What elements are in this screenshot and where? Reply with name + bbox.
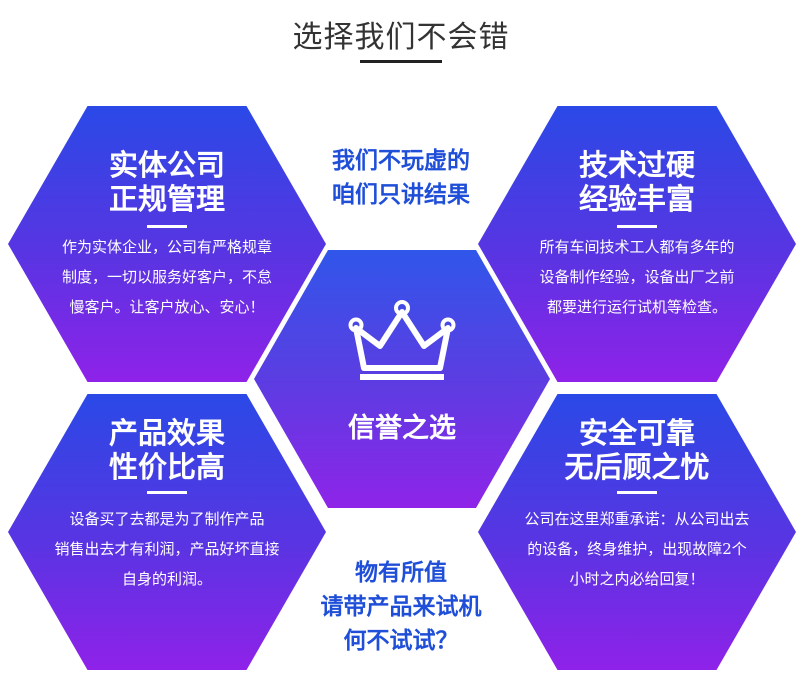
slogan-top: 我们不玩虚的 咱们只讲结果 bbox=[300, 144, 502, 212]
hex-technology-line-2: 设备制作经验，设备出厂之前 bbox=[539, 268, 735, 286]
hex-company-divider bbox=[147, 225, 187, 228]
hex-company-title-1: 实体公司 bbox=[108, 148, 225, 182]
slogan-bottom-line-2: 请带产品来试机 bbox=[320, 594, 482, 620]
hex-technology-body: 所有车间技术工人都有多年的 设备制作经验，设备出厂之前 都要进行运行试机等检查。 bbox=[498, 232, 776, 322]
hex-value-line-2: 销售出去才有利润，产品好坏直接 bbox=[54, 540, 280, 558]
hex-safety-title-2: 无后顾之忧 bbox=[564, 450, 710, 484]
hex-company-line-2: 制度，一切以服务好客户，不怠 bbox=[61, 268, 272, 286]
crown-icon bbox=[348, 300, 456, 380]
slogan-top-line-1: 我们不玩虚的 bbox=[332, 148, 470, 174]
hex-value-title-2: 性价比高 bbox=[108, 450, 225, 484]
hex-safety-line-1: 公司在这里郑重承诺：从公司出去 bbox=[524, 510, 750, 528]
hex-reputation-title: 信誉之选 bbox=[348, 413, 456, 444]
slogan-bottom-line-1: 物有所值 bbox=[355, 560, 447, 586]
hex-technology-divider bbox=[617, 225, 657, 228]
hex-safety-body: 公司在这里郑重承诺：从公司出去 的设备，终身维护，出现故障2个 小时之内必给回复… bbox=[492, 504, 782, 594]
hex-safety-title-1: 安全可靠 bbox=[578, 416, 695, 450]
hex-value-divider bbox=[147, 491, 187, 494]
hex-value: 产品效果 性价比高 设备买了去都是为了制作产品 销售出去才有利润，产品好坏直接 … bbox=[8, 394, 326, 670]
hex-safety-line-3: 小时之内必给回复！ bbox=[569, 570, 705, 588]
hex-value-body: 设备买了去都是为了制作产品 销售出去才有利润，产品好坏直接 自身的利润。 bbox=[28, 504, 306, 594]
hex-value-line-3: 自身的利润。 bbox=[121, 570, 212, 588]
hex-safety: 安全可靠 无后顾之忧 公司在这里郑重承诺：从公司出去 的设备，终身维护，出现故障… bbox=[478, 394, 796, 670]
hex-company-line-1: 作为实体企业，公司有严格规章 bbox=[61, 238, 272, 256]
slogan-bottom-line-3: 何不试试？ bbox=[343, 628, 459, 654]
title-underline bbox=[360, 60, 442, 63]
hex-company-line-3: 慢客户。让客户放心、安心！ bbox=[69, 298, 265, 316]
hex-company-body: 作为实体企业，公司有严格规章 制度，一切以服务好客户，不怠 慢客户。让客户放心、… bbox=[28, 232, 306, 322]
hex-technology: 技术过硬 经验丰富 所有车间技术工人都有多年的 设备制作经验，设备出厂之前 都要… bbox=[478, 106, 796, 382]
hex-technology-title-2: 经验丰富 bbox=[578, 182, 695, 216]
hex-value-line-1: 设备买了去都是为了制作产品 bbox=[69, 510, 265, 528]
page-title: 选择我们不会错 bbox=[292, 20, 510, 55]
hex-technology-line-1: 所有车间技术工人都有多年的 bbox=[539, 238, 735, 256]
hex-safety-divider bbox=[617, 491, 657, 494]
hex-company: 实体公司 正规管理 作为实体企业，公司有严格规章 制度，一切以服务好客户，不怠 … bbox=[8, 106, 326, 382]
slogan-bottom: 物有所值 请带产品来试机 何不试试？ bbox=[290, 556, 512, 658]
hex-technology-title-1: 技术过硬 bbox=[578, 148, 695, 182]
hex-safety-line-2: 的设备，终身维护，出现故障2个 bbox=[527, 540, 747, 558]
hex-technology-line-3: 都要进行运行试机等检查。 bbox=[546, 298, 727, 316]
hex-reputation: 信誉之选 bbox=[254, 250, 550, 508]
hex-company-title-2: 正规管理 bbox=[108, 182, 225, 216]
hex-value-title-1: 产品效果 bbox=[108, 416, 225, 450]
slogan-top-line-2: 咱们只讲结果 bbox=[332, 182, 470, 208]
